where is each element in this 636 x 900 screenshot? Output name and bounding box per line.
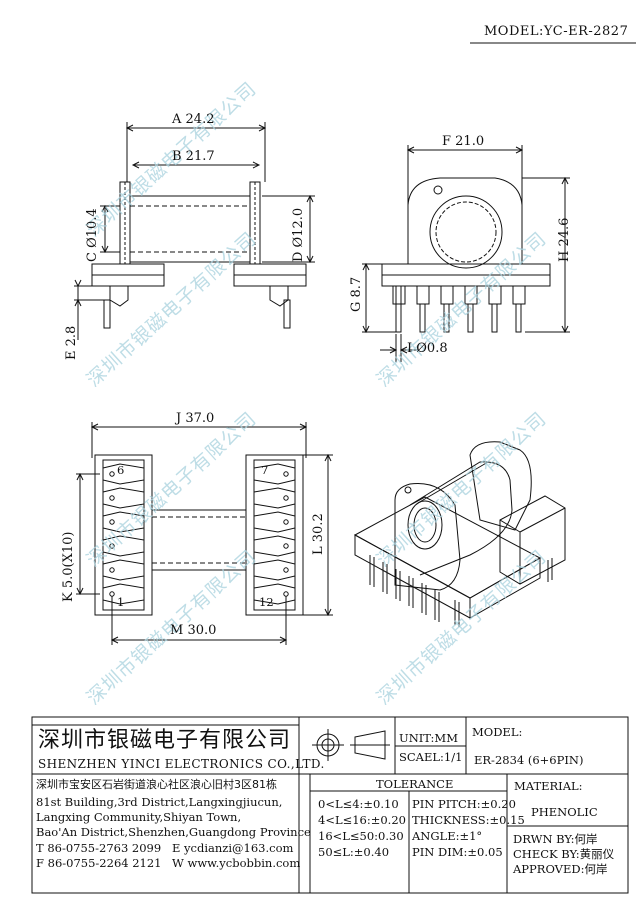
- address-line: 81st Building,3rd District,Langxingjiucu…: [36, 795, 283, 809]
- dim-l-label: L 30.2: [311, 513, 326, 555]
- company-name-en: SHENZHEN YINCI ELECTRONICS CO.,LTD.: [38, 757, 325, 771]
- front-view: [74, 122, 315, 340]
- title-block: [31, 716, 629, 894]
- email: E ycdianzi@163.com: [172, 841, 294, 855]
- pin-number: 7: [261, 463, 269, 477]
- dim-c-label: C Ø10.4: [85, 208, 100, 262]
- model-value: ER-2834 (6+6PIN): [474, 753, 584, 767]
- website: W www.ycbobbin.com: [172, 856, 301, 870]
- tolerance-row: 0<L≤4:±0.10: [318, 797, 399, 811]
- dim-m-label: M 30.0: [170, 623, 217, 638]
- side-view: [362, 145, 570, 362]
- model-label: MODEL:: [472, 725, 523, 739]
- pin-number: 12: [259, 595, 274, 609]
- unit-label: UNIT:MM: [399, 731, 458, 745]
- drawn-by: DRWN BY:何岸: [513, 832, 598, 846]
- pin-spec-row: PIN PITCH:±0.20: [412, 797, 516, 811]
- model-header: MODEL:YC-ER-2827: [484, 24, 629, 39]
- tolerance-row: 16<L≤50:0.30: [318, 829, 404, 843]
- dim-k-label: K 5.0(X10): [61, 531, 76, 602]
- address-line: Bao'An District,Shenzhen,Guangdong Provi…: [36, 825, 311, 839]
- dim-d-label: D Ø12.0: [291, 207, 306, 262]
- scale-label: SCAEL:1/1: [399, 750, 463, 764]
- dim-f-label: F 21.0: [442, 134, 485, 149]
- pin-spec-row: ANGLE:±1°: [412, 829, 483, 843]
- checked-by: CHECK BY:黄丽仪: [513, 847, 615, 861]
- address-cn: 深圳市宝安区石岩街道浪心社区浪心旧村3区81栋: [36, 778, 277, 791]
- isometric-view: [353, 441, 566, 627]
- dim-g-label: G 8.7: [349, 276, 364, 312]
- dim-h-label: H 24.6: [557, 217, 572, 262]
- telephone: T 86-0755-2763 2099: [36, 841, 162, 855]
- dim-b-label: B 21.7: [172, 149, 215, 164]
- tolerance-row: 4<L≤16:±0.20: [318, 813, 406, 827]
- fax: F 86-0755-2264 2121: [36, 856, 162, 870]
- tolerance-row: 50≤L:±0.40: [318, 845, 390, 859]
- dim-j-label: J 37.0: [176, 411, 215, 426]
- dim-i-label: I Ø0.8: [407, 341, 448, 356]
- address-line: Langxing Community,Shiyan Town,: [36, 810, 242, 824]
- approved-by: APPROVED:何岸: [513, 862, 608, 876]
- bottom-view: [76, 422, 333, 645]
- dim-e-label: E 2.8: [64, 325, 79, 360]
- pin-number: 1: [117, 595, 125, 609]
- pin-number: 6: [117, 463, 125, 477]
- material-value: PHENOLIC: [531, 805, 598, 819]
- company-name-cn: 深圳市银磁电子有限公司: [38, 728, 292, 753]
- material-label: MATERIAL:: [514, 779, 583, 793]
- tolerance-title: TOLERANCE: [376, 777, 454, 791]
- pin-spec-row: THICKNESS:±0.15: [412, 813, 525, 827]
- dim-a-label: A 24.2: [172, 112, 215, 127]
- pin-spec-row: PIN DIM:±0.05: [412, 845, 503, 859]
